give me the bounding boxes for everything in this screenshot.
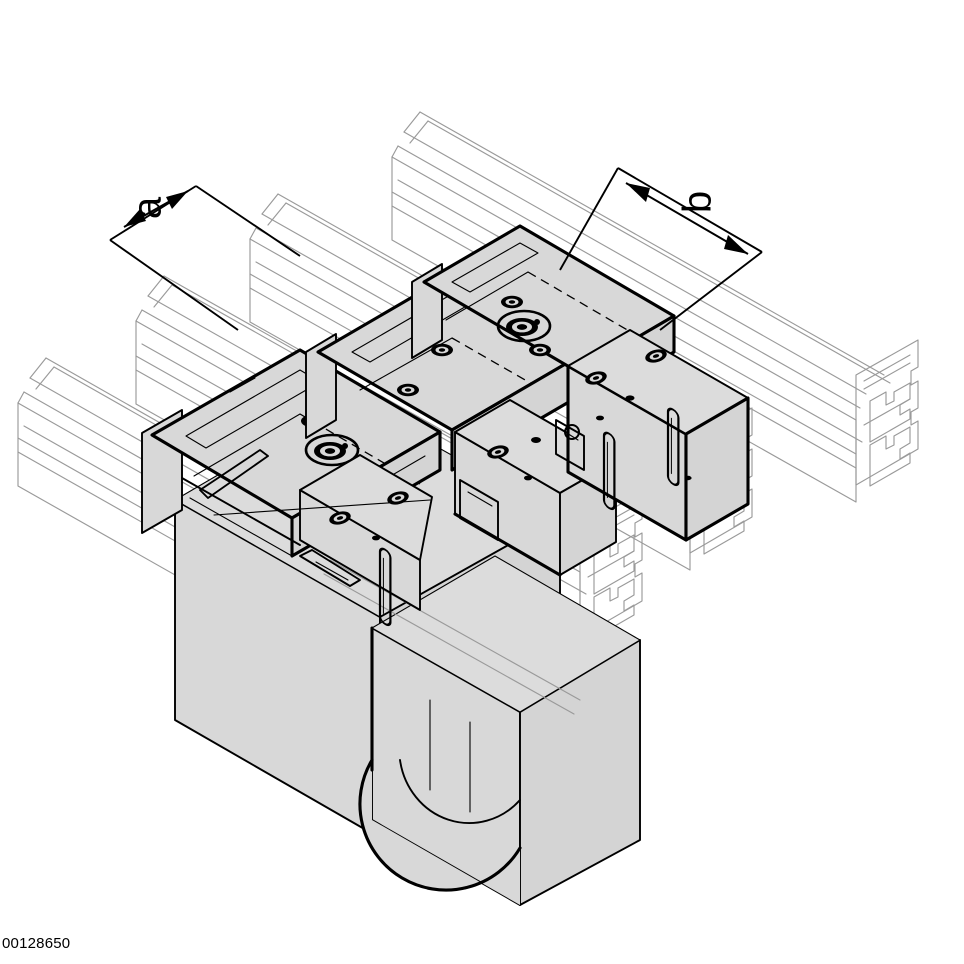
- dimension-b-arrow-start: [626, 183, 650, 202]
- bracket-right: [411, 224, 750, 542]
- profile-rail-foreground-pass: [323, 559, 581, 715]
- dimension-b-arrow-end: [724, 235, 748, 254]
- drawing-number-caption: 00128650: [2, 935, 71, 952]
- dimension-a-arrow-start: [124, 209, 146, 227]
- dimension-b-extension-3: [659, 251, 763, 331]
- dimension-a-arrow-end: [166, 191, 188, 209]
- dimension-a: a: [109, 185, 301, 331]
- dimension-a-extension-3: [109, 239, 239, 331]
- dimension-a-extension-2: [195, 185, 301, 257]
- dimension-b: b: [559, 167, 763, 331]
- dimension-a-label: a: [126, 196, 170, 219]
- bracket-left: [141, 348, 442, 629]
- dimension-b-extension-1: [617, 167, 763, 253]
- dimension-b-extension-2: [559, 167, 619, 271]
- dimension-b-label: b: [676, 191, 720, 213]
